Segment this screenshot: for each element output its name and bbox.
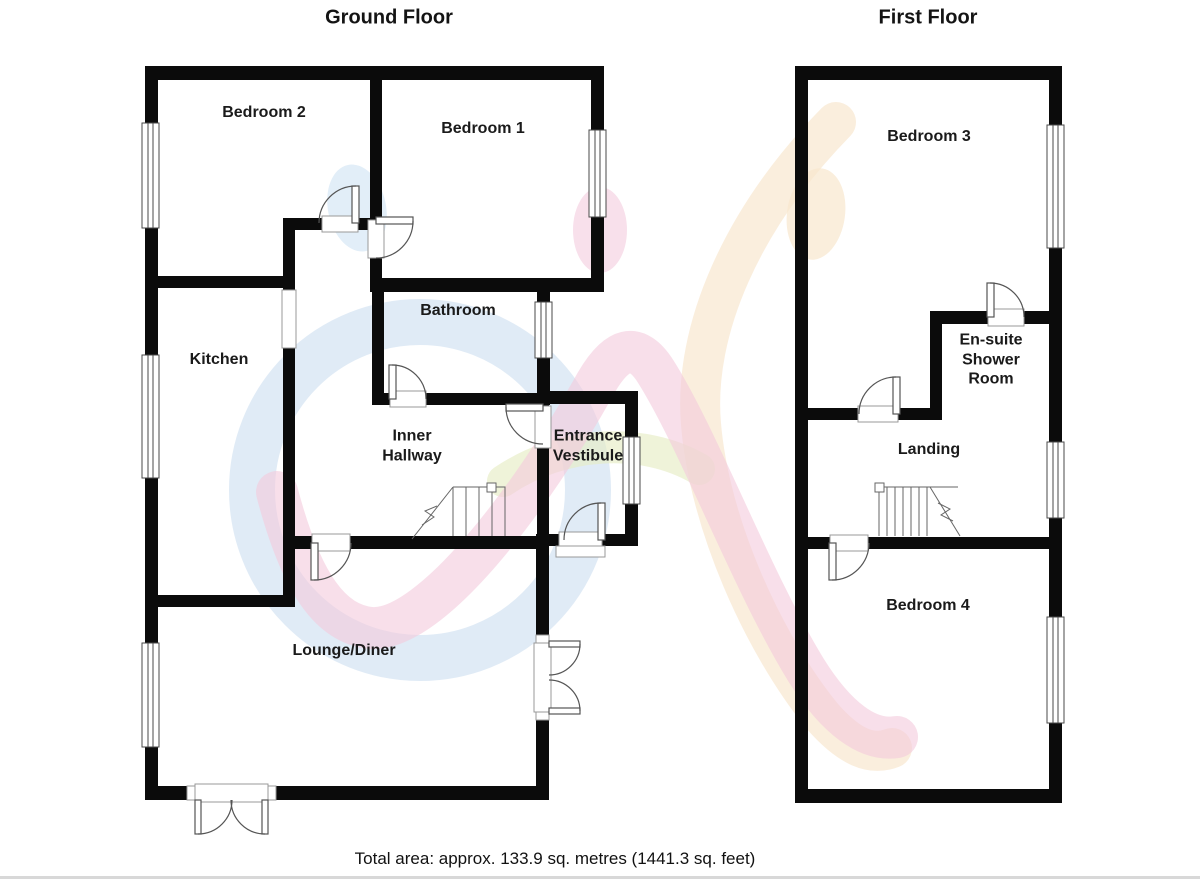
room-label-bedroom3: Bedroom 3: [887, 128, 971, 146]
bedroom4-window: [1046, 616, 1065, 724]
vestibule-door-opening: [534, 405, 552, 449]
ground-floor-staircase: [411, 482, 506, 540]
room-label-kitchen: Kitchen: [189, 351, 249, 369]
room-label-bedroom1: Bedroom 1: [441, 120, 525, 138]
patio-door-jamb-bottom: [535, 711, 550, 721]
bedroom3-window: [1046, 124, 1065, 249]
total-area-text: Total area: approx. 133.9 sq. metres (14…: [354, 849, 756, 868]
vestibule-inner-door: [505, 403, 544, 445]
room-label-lounge-diner: Lounge/Diner: [292, 642, 396, 660]
room-label-ensuite: En-suite Shower Room: [959, 331, 1023, 388]
ground-floor-walls: [145, 66, 638, 800]
patio-door-jamb-top: [535, 634, 550, 644]
kitchen-window: [141, 354, 160, 479]
bedroom2-door-opening: [321, 215, 359, 233]
lounge-window: [141, 642, 160, 748]
bedroom3-door: [858, 376, 901, 415]
first-floor-staircase: [874, 482, 961, 537]
french-door-opening: [194, 783, 269, 803]
bedroom3-door-opening: [857, 405, 899, 423]
front-door-threshold: [555, 545, 606, 558]
french-door-jamb-left: [186, 785, 196, 801]
french-double-doors: [194, 799, 269, 835]
room-label-bedroom4: Bedroom 4: [886, 597, 970, 615]
patio-double-doors: [548, 640, 581, 715]
room-label-landing: Landing: [897, 441, 961, 459]
bedroom1-window: [588, 129, 607, 218]
room-label-entrance-vestibule: Entrance Vestibule: [552, 427, 624, 464]
room-label-bedroom2: Bedroom 2: [222, 104, 306, 122]
bedroom2-door: [318, 185, 360, 224]
front-door: [563, 502, 606, 541]
bedroom1-door: [375, 216, 414, 259]
windows: [141, 122, 1065, 748]
bathroom-door: [388, 364, 427, 400]
first-floor-title: First Floor: [878, 6, 978, 29]
room-label-bathroom: Bathroom: [420, 302, 496, 320]
room-label-inner-hallway: Inner Hallway: [382, 427, 442, 464]
bathroom-window: [534, 301, 553, 359]
bottom-edge-strip: [0, 876, 1200, 879]
patio-door-opening: [533, 642, 552, 713]
bedroom2-window: [141, 122, 160, 229]
ground-floor-title: Ground Floor: [325, 6, 453, 29]
landing-window: [1046, 441, 1065, 519]
lounge-door: [310, 542, 352, 581]
watermark-blue-ring: [229, 299, 611, 681]
doors: [194, 185, 1025, 835]
kitchen-opening: [281, 289, 297, 349]
ensuite-door: [986, 282, 1025, 318]
bedroom1-door-opening: [367, 219, 385, 259]
vestibule-window: [622, 436, 641, 505]
french-door-jamb-right: [267, 785, 277, 801]
bedroom4-door: [828, 542, 870, 581]
